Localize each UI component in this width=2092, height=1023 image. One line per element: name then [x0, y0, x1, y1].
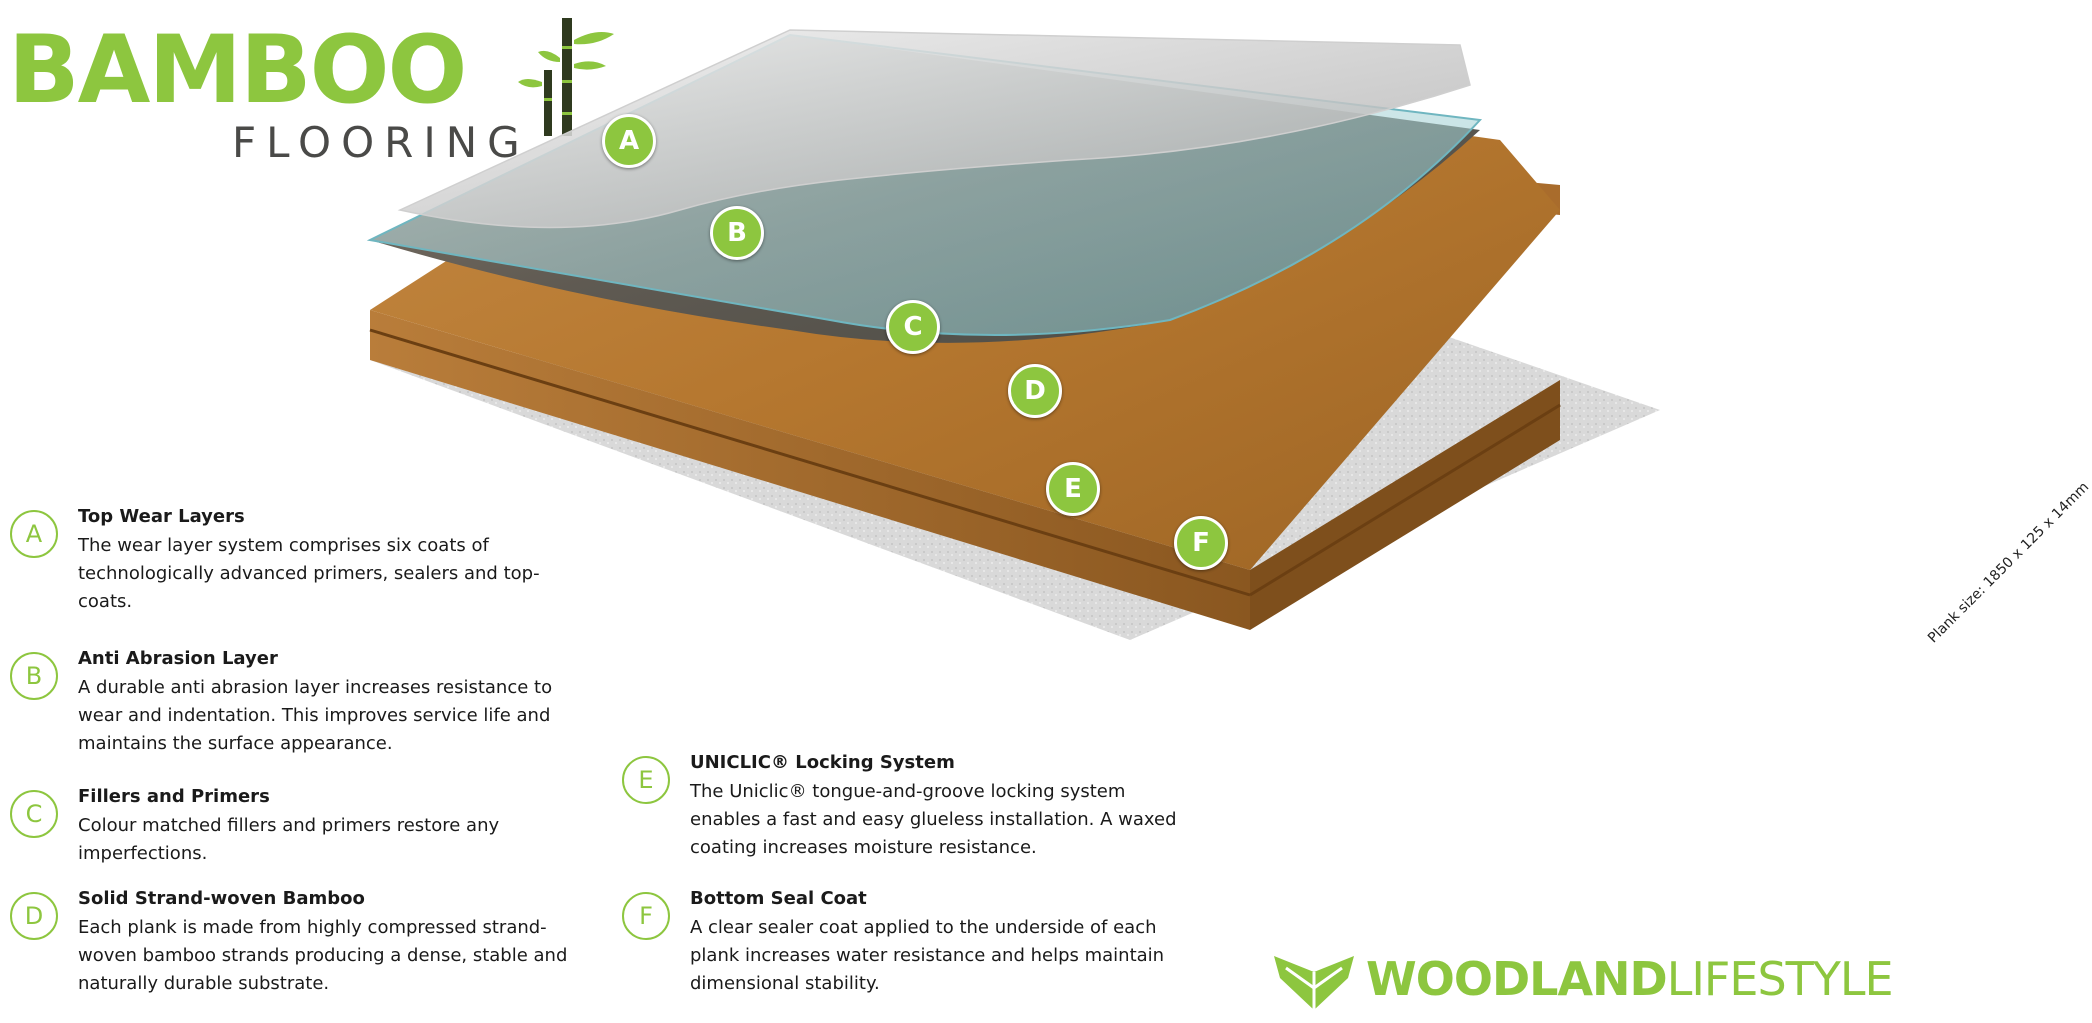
top-wear-sheet: [397, 29, 1471, 229]
legend-desc-a: The wear layer system comprises six coat…: [78, 535, 540, 612]
plank-right-face: [1250, 380, 1560, 630]
legend-title-c: Fillers and Primers: [78, 786, 270, 807]
plank-front-face: [370, 310, 1250, 630]
legend-letter-b: B: [10, 652, 58, 700]
legend-desc-d: Each plank is made from highly compresse…: [78, 917, 568, 994]
brand-name-bold: WOODLAND: [1366, 952, 1668, 1006]
legend-letter-c: C: [10, 790, 58, 838]
legend-desc-e: The Uniclic® tongue-and-groove locking s…: [690, 781, 1177, 858]
legend-letter-d: D: [10, 892, 58, 940]
badge-c: C: [886, 300, 940, 354]
legend-letter-f: F: [622, 892, 670, 940]
infographic: BAMBOO FLOORING: [0, 18, 2092, 1010]
flooring-layers-diagram: A B C D E F Plank size: 1850 x 125 x 14m…: [366, 29, 2092, 810]
legend-title-e: UNICLIC® Locking System: [690, 752, 955, 773]
bamboo-stalk-icon: [518, 18, 614, 136]
badge-a: A: [602, 114, 656, 168]
brand-name: WOODLANDLIFESTYLE: [1366, 956, 1894, 1002]
legend-title-d: Solid Strand-woven Bamboo: [78, 888, 365, 909]
legend-title-a: Top Wear Layers: [78, 506, 245, 527]
legend-desc-f: A clear sealer coat applied to the under…: [690, 917, 1165, 994]
badge-f: F: [1174, 516, 1228, 570]
logo-title: BAMBOO: [8, 16, 467, 125]
legend-desc-b: A durable anti abrasion layer increases …: [78, 677, 553, 754]
flooring-cross-section: [366, 29, 1660, 640]
badge-d: D: [1008, 364, 1062, 418]
legend-letter-e: E: [622, 756, 670, 804]
woodland-lifestyle-logo: WOODLANDLIFESTYLE: [1272, 948, 1952, 1010]
brand-name-light: LIFESTYLE: [1666, 952, 1894, 1006]
legend-desc-c: Colour matched fillers and primers resto…: [78, 815, 500, 864]
badge-b: B: [710, 206, 764, 260]
logo-subtitle: FLOORING: [232, 118, 530, 167]
woodland-leaf-icon: [1274, 956, 1354, 1010]
legend-letter-a: A: [10, 510, 58, 558]
legend-title-b: Anti Abrasion Layer: [78, 648, 278, 669]
legend-title-f: Bottom Seal Coat: [690, 888, 867, 909]
bamboo-flooring-logo: BAMBOO FLOORING: [0, 18, 640, 168]
badge-e: E: [1046, 462, 1100, 516]
